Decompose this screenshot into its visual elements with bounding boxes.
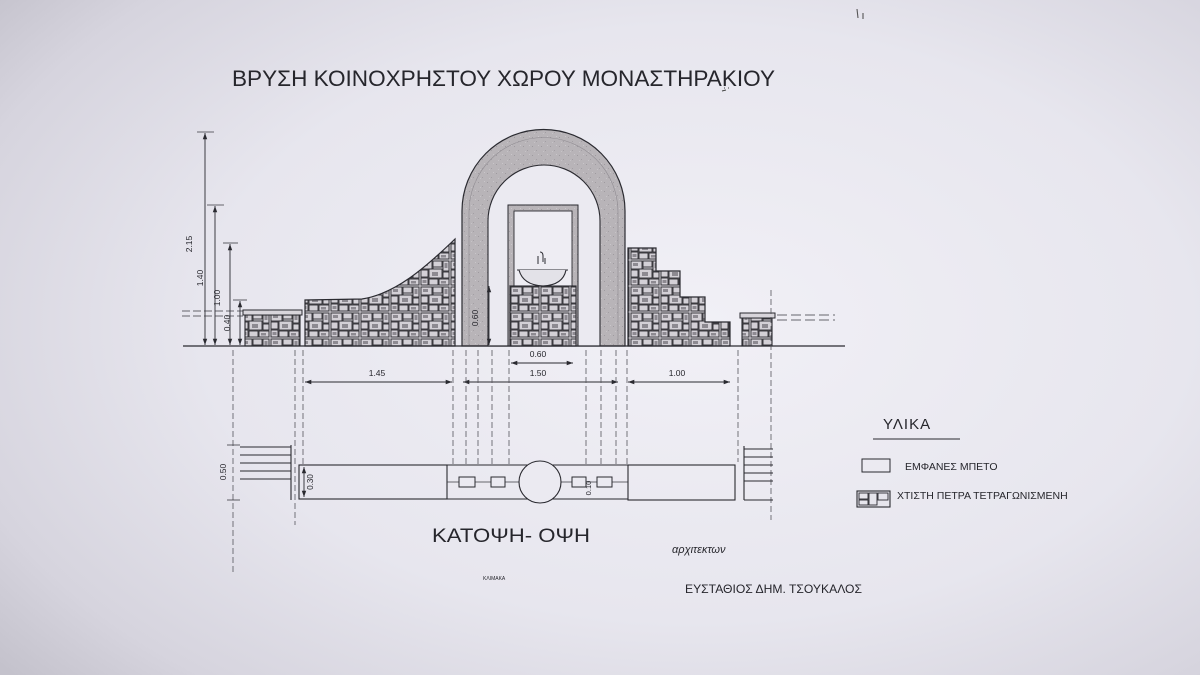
plan-fountain xyxy=(447,460,628,504)
legend-swatch-stone xyxy=(856,490,891,508)
dim-arch-width: 1.50 xyxy=(530,368,547,378)
dim-wall-depth: 0.30 xyxy=(306,474,315,490)
dim-plan-depth: 0.50 xyxy=(218,463,228,480)
scale-label: ΚΛΙΜΑΚΑ xyxy=(483,576,506,582)
left-curved-wall xyxy=(304,237,456,347)
materials-legend: ΥΛΙΚΑ ΕΜΦΑΝΕΣ ΜΠΕΤΟ ΧΤΙΣΤΗ ΠΕΤΡΑ ΤΕΤΡΑΓΩ… xyxy=(856,416,1068,508)
dim-total-height: 2.15 xyxy=(184,235,194,252)
dim-right-wall-length: 1.00 xyxy=(669,368,686,378)
dim-basin-height: 0.60 xyxy=(470,309,480,326)
plan-view: 0.50 0.30 0.10 xyxy=(218,444,773,504)
arch-inner-line xyxy=(468,137,619,346)
plan-left-wall xyxy=(298,464,448,500)
plan-pier xyxy=(596,476,613,488)
legend-swatch-concrete xyxy=(861,458,891,473)
right-low-wall xyxy=(741,317,773,347)
legend-label-concrete: ΕΜΦΑΝΕΣ ΜΠΕΤΟ xyxy=(905,461,998,473)
right-stepped-wall xyxy=(627,247,731,347)
plan-pier xyxy=(571,476,587,488)
architect-role: αρχιτεκτων xyxy=(672,544,726,556)
dim-wall-height: 1.40 xyxy=(195,269,205,286)
basin-pedestal xyxy=(509,285,577,347)
plan-pier xyxy=(458,476,476,488)
horizontal-dimensions: 1.45 1.50 1.00 xyxy=(305,368,730,385)
dim-step-height: 1.00 xyxy=(212,289,222,306)
dim-left-wall-length: 1.45 xyxy=(369,368,386,378)
right-low-wall-cap xyxy=(739,312,776,319)
architect-name: ΕΥΣΤΑΘΙΟΣ ΔΗΜ. ΤΣΟΥΚΑΛΟΣ xyxy=(685,582,862,596)
pen-mark xyxy=(856,8,864,19)
left-low-wall-cap xyxy=(242,309,303,316)
dim-low-wall-height: 0.40 xyxy=(222,314,232,331)
dim-spout-offset: 0.10 xyxy=(584,481,593,496)
pen-mark xyxy=(721,87,729,92)
plan-right-wall xyxy=(627,464,736,501)
faucet xyxy=(537,251,546,264)
dim-basin-width: 0.60 xyxy=(530,349,547,359)
drawing-title: ΒΡΥΣΗ ΚΟΙΝΟΧΡΗΣΤΟΥ ΧΩΡΟΥ ΜΟΝΑΣΤΗΡΑΚΙΟΥ xyxy=(232,66,775,91)
elevation-view: 2.15 1.40 1.00 0.40 xyxy=(182,128,845,366)
plan-basin xyxy=(518,460,562,504)
legend-title: ΥΛΙΚΑ xyxy=(883,416,931,433)
left-low-wall xyxy=(244,314,301,347)
plan-right-steps xyxy=(743,446,773,501)
extension-lines xyxy=(232,290,772,575)
plan-left-steps xyxy=(240,445,292,500)
left-height-dimensions: 2.15 1.40 1.00 0.40 xyxy=(182,131,247,345)
view-label: ΚΑΤΟΨΗ- ΟΨΗ xyxy=(432,526,590,547)
plan-pier xyxy=(490,476,506,488)
legend-label-stone: ΧΤΙΣΤΗ ΠΕΤΡΑ ΤΕΤΡΑΓΩΝΙΣΜΕΝΗ xyxy=(897,490,1068,502)
